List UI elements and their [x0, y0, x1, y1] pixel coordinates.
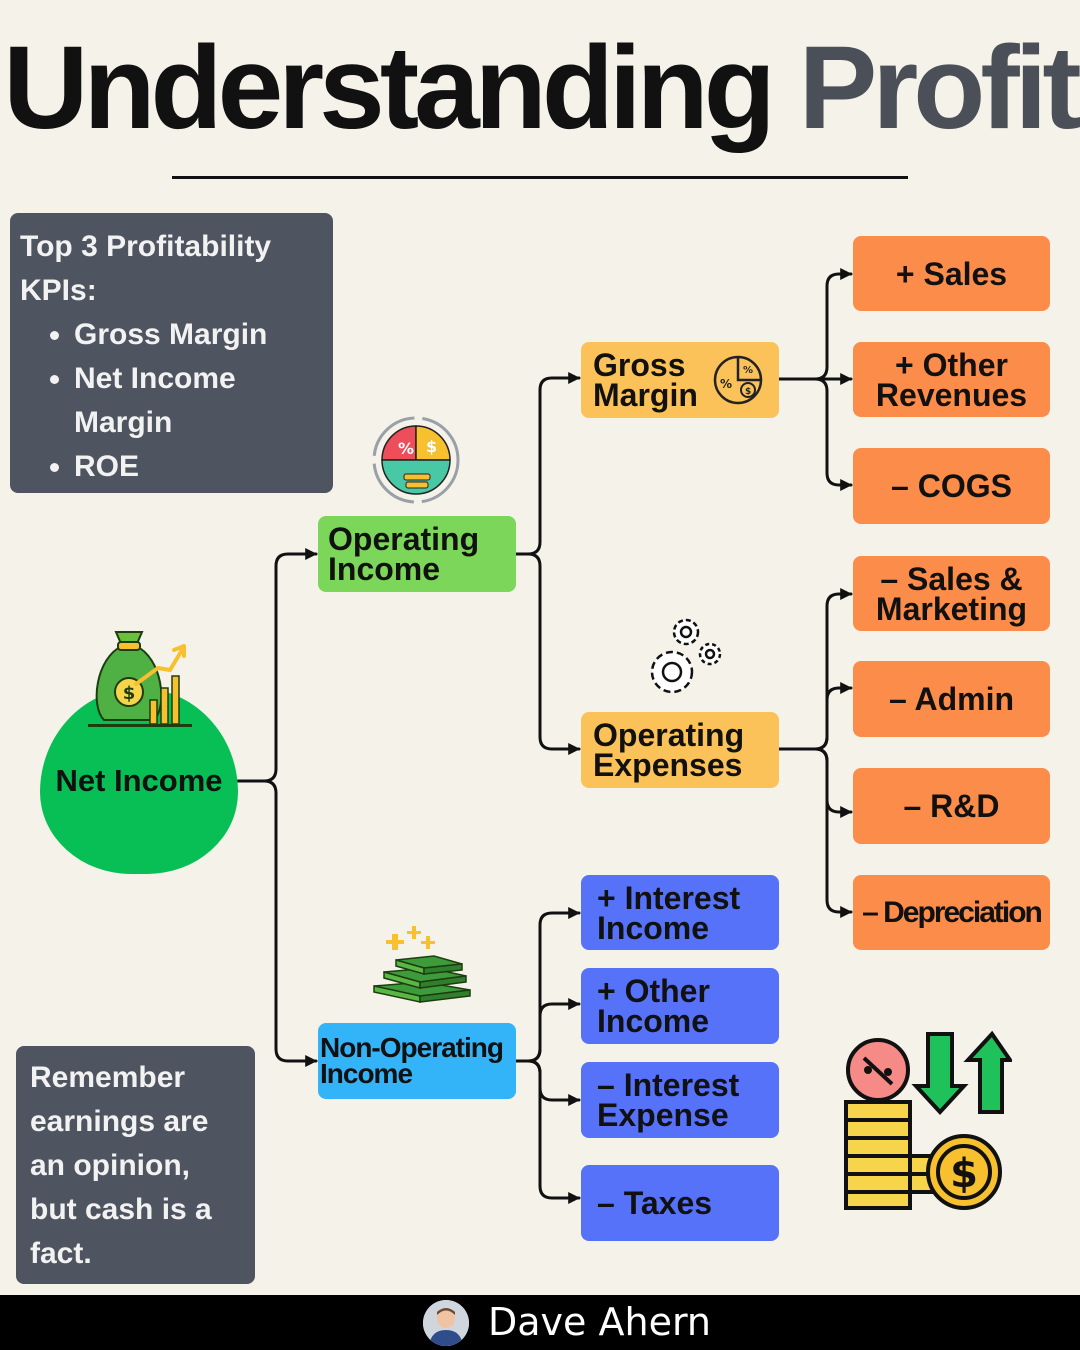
depreciation-label: – Depreciation [862, 895, 1043, 929]
kpi-note: Top 3 Profitability KPIs: Gross Margin N… [10, 213, 333, 493]
money-bag-chart-icon: $ [88, 631, 192, 727]
gross-margin-pie-icon: % % $ [713, 355, 763, 405]
node-taxes: – Taxes [581, 1165, 779, 1241]
kpi-item: Gross Margin [74, 313, 323, 357]
title-divider [172, 176, 908, 179]
sales-marketing-label: – Sales & Marketing [875, 560, 1028, 627]
footer-bar: Dave Ahern [0, 1295, 1080, 1350]
svg-text:$: $ [123, 683, 136, 704]
taxes-label: – Taxes [597, 1185, 713, 1221]
kpi-item: Net Income Margin [74, 357, 323, 445]
kpi-item: ROE [74, 445, 323, 489]
non-operating-income-label: Non-Operating Income [320, 1032, 504, 1089]
author-avatar [423, 1300, 469, 1346]
other-income-label: + Other Income [597, 973, 710, 1039]
node-interest-expense: – Interest Expense [581, 1062, 779, 1138]
node-depreciation: – Depreciation [853, 875, 1050, 950]
node-interest-income: + Interest Income [581, 875, 779, 950]
title-part-2: Profit [798, 22, 1080, 154]
gears-icon [650, 618, 722, 694]
node-other-revenues: + Other Revenues [853, 342, 1050, 417]
interest-income-label: + Interest Income [597, 879, 741, 946]
node-cogs: – COGS [853, 448, 1050, 524]
node-sales-marketing: – Sales & Marketing [853, 556, 1050, 631]
title-part-1: Understanding [3, 22, 776, 154]
coins-arrows-icon: $ [844, 1030, 1012, 1210]
interest-expense-label: – Interest Expense [597, 1067, 740, 1133]
reminder-note: Remember earnings are an opinion, but ca… [16, 1046, 255, 1284]
kpi-list: Gross Margin Net Income Margin ROE [20, 313, 323, 489]
reminder-text: Remember earnings are an opinion, but ca… [30, 1061, 212, 1270]
cogs-label: – COGS [891, 468, 1012, 504]
operating-expenses-label: Operating Expenses [593, 717, 745, 783]
svg-text:$: $ [950, 1151, 978, 1197]
node-operating-income: Operating Income [318, 516, 516, 592]
other-revenues-label: + Other Revenues [875, 346, 1028, 413]
sales-label: + Sales [895, 255, 1008, 292]
kpi-heading: Top 3 Profitability KPIs: [20, 230, 272, 307]
node-operating-expenses: Operating Expenses [581, 712, 779, 788]
svg-text:%: % [720, 377, 732, 391]
net-income-label: Net Income [55, 763, 223, 798]
operating-income-label: Operating Income [328, 521, 480, 587]
node-other-income: + Other Income [581, 968, 779, 1044]
cash-stack-icon [373, 926, 471, 1003]
svg-text:%: % [398, 439, 414, 458]
node-rnd: – R&D [853, 768, 1050, 844]
percent-pie-icon: % $ [372, 416, 460, 504]
gross-margin-label: Gross Margin [593, 347, 698, 413]
node-non-operating-income: Non-Operating Income [318, 1023, 516, 1099]
node-admin: – Admin [853, 661, 1050, 737]
svg-text:$: $ [745, 387, 751, 397]
rnd-label: – R&D [903, 788, 1000, 824]
page-title: Understanding Profit [0, 18, 1080, 158]
svg-text:%: % [743, 365, 753, 376]
node-sales: + Sales [853, 236, 1050, 311]
author-name: Dave Ahern [488, 1300, 711, 1344]
admin-label: – Admin [888, 681, 1015, 717]
svg-text:$: $ [426, 437, 437, 456]
